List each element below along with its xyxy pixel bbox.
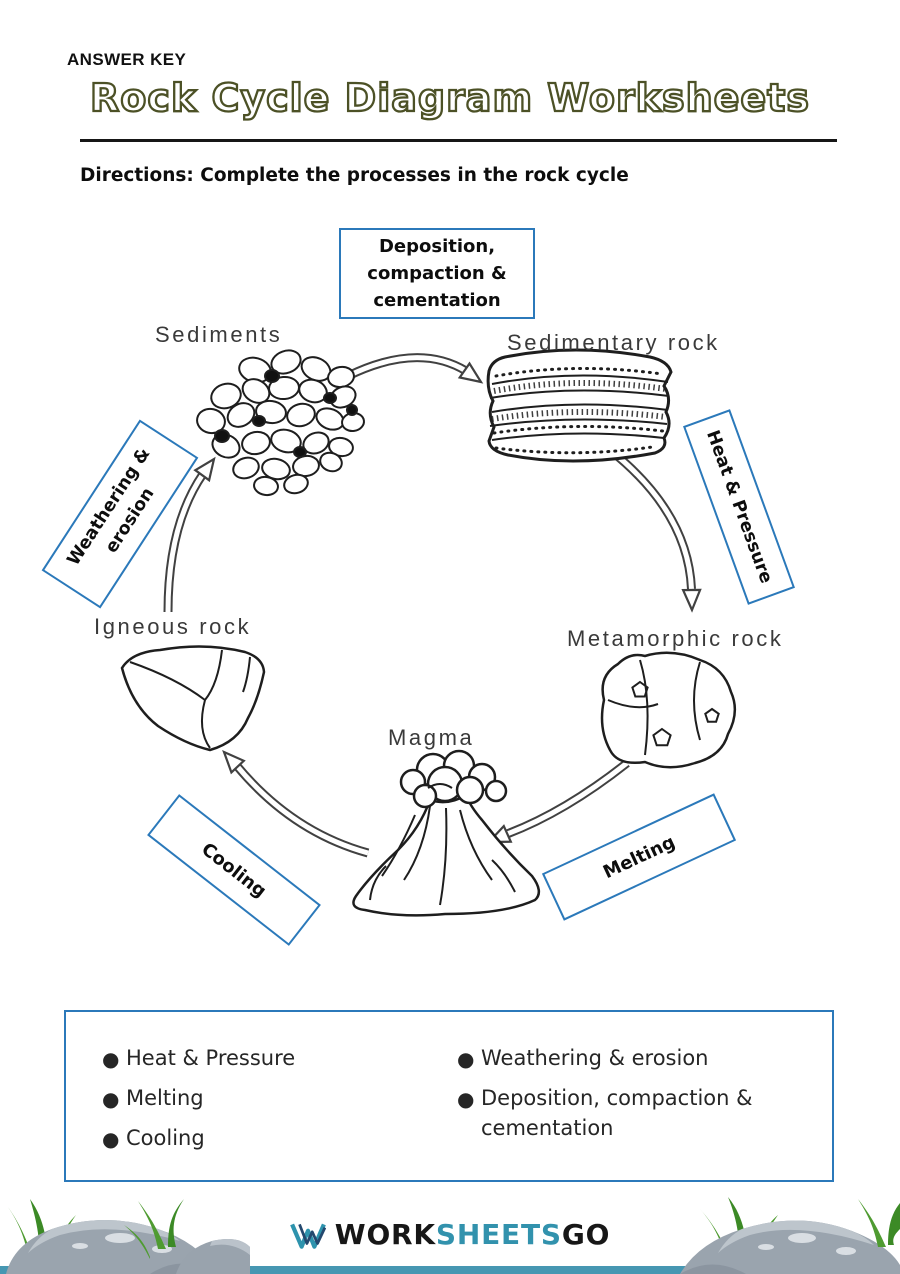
stage-label-sediments: Sediments	[155, 322, 283, 347]
bullet-icon: ●	[457, 1047, 475, 1071]
bullet-icon: ●	[102, 1087, 120, 1111]
word-bank-item-label: Deposition, compaction & cementation	[481, 1086, 753, 1140]
footer-accent-bar	[0, 1266, 900, 1274]
process-box-melting: Melting	[541, 793, 737, 921]
arrow-sedimentary-to-metamorphic	[607, 446, 702, 613]
arrow-sediments-to-sedimentary	[346, 353, 484, 384]
word-bank-right-column: ●Weathering & erosion ●Deposition, compa…	[457, 1044, 817, 1180]
word-bank-item: ●Deposition, compaction & cementation	[457, 1084, 817, 1144]
process-box-heat-pressure-label: Heat & Pressure	[702, 427, 776, 587]
page-title: Rock Cycle Diagram Worksheets	[89, 75, 810, 121]
stage-label-magma: Magma	[388, 725, 475, 750]
brand-work: WORK	[334, 1218, 436, 1251]
arrow-metamorphic-to-magma	[486, 759, 630, 844]
word-bank-left-column: ●Heat & Pressure ●Melting ●Cooling	[102, 1044, 457, 1180]
process-box-melting-label: Melting	[599, 831, 679, 883]
word-bank-item-label: Cooling	[126, 1126, 205, 1150]
bullet-icon: ●	[102, 1127, 120, 1151]
bullet-icon: ●	[102, 1047, 120, 1071]
igneous-rock-illustration	[120, 645, 266, 752]
process-box-weathering: Weathering & erosion	[41, 419, 199, 609]
title-divider	[80, 139, 837, 142]
process-box-weathering-label: Weathering & erosion	[63, 444, 159, 570]
word-bank-item-label: Heat & Pressure	[126, 1046, 296, 1070]
stage-label-igneous-rock: Igneous rock	[94, 614, 252, 639]
metamorphic-rock-illustration	[600, 651, 737, 769]
sedimentary-rock-illustration	[486, 348, 673, 463]
word-bank-item-label: Melting	[126, 1086, 204, 1110]
answer-key-label: ANSWER KEY	[67, 50, 187, 69]
process-box-cooling: Cooling	[147, 794, 321, 946]
word-bank-item: ●Weathering & erosion	[457, 1044, 817, 1074]
magma-volcano-illustration	[352, 749, 541, 917]
word-bank-item: ●Cooling	[102, 1124, 457, 1154]
stage-label-metamorphic-rock: Metamorphic rock	[567, 626, 784, 651]
brand-sheets: SHEETS	[435, 1218, 562, 1251]
word-bank-item: ●Melting	[102, 1084, 457, 1114]
bullet-icon: ●	[457, 1087, 475, 1111]
word-bank-item: ●Heat & Pressure	[102, 1044, 457, 1074]
directions-text: Directions: Complete the processes in th…	[80, 165, 629, 186]
process-box-cooling-label: Cooling	[197, 838, 271, 902]
word-bank: ●Heat & Pressure ●Melting ●Cooling ●Weat…	[64, 1010, 834, 1182]
process-box-heat-pressure: Heat & Pressure	[683, 409, 795, 605]
arrow-magma-to-igneous	[222, 749, 370, 858]
stage-label-sedimentary-rock: Sedimentary rock	[507, 330, 720, 355]
sediments-illustration	[196, 349, 365, 497]
word-bank-item-label: Weathering & erosion	[481, 1046, 709, 1070]
footer-logo: WORKSHEETSGO	[0, 1218, 900, 1251]
process-box-deposition: Deposition, compaction & cementation	[339, 228, 535, 319]
brand-go: GO	[561, 1218, 611, 1251]
process-box-deposition-label: Deposition, compaction & cementation	[367, 236, 507, 311]
worksheetsgo-logo-icon	[289, 1223, 326, 1249]
worksheetsgo-wordmark: WORKSHEETSGO	[335, 1218, 610, 1251]
